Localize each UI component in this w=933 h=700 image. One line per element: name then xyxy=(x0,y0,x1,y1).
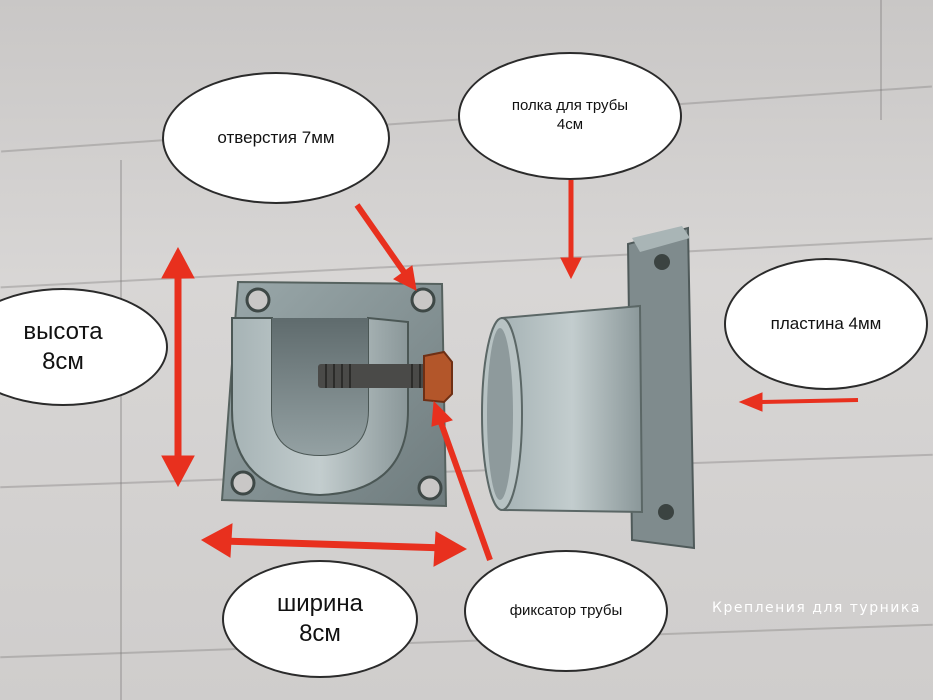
caption: Крепления для турника xyxy=(712,600,921,616)
plate-callout: пластина 4мм xyxy=(724,258,928,390)
dimension-arrows xyxy=(161,180,859,567)
floor-seam xyxy=(880,0,882,120)
right-bracket xyxy=(481,226,696,550)
left-bracket xyxy=(220,280,453,508)
height-callout: высота 8см xyxy=(0,288,168,406)
shelf-callout: полка для трубы 4см xyxy=(458,52,682,180)
floor-seam xyxy=(120,160,122,700)
width-callout: ширина 8см xyxy=(222,560,418,678)
holes-callout: отверстия 7мм xyxy=(162,72,390,204)
clamp-callout: фиксатор трубы xyxy=(464,550,668,672)
